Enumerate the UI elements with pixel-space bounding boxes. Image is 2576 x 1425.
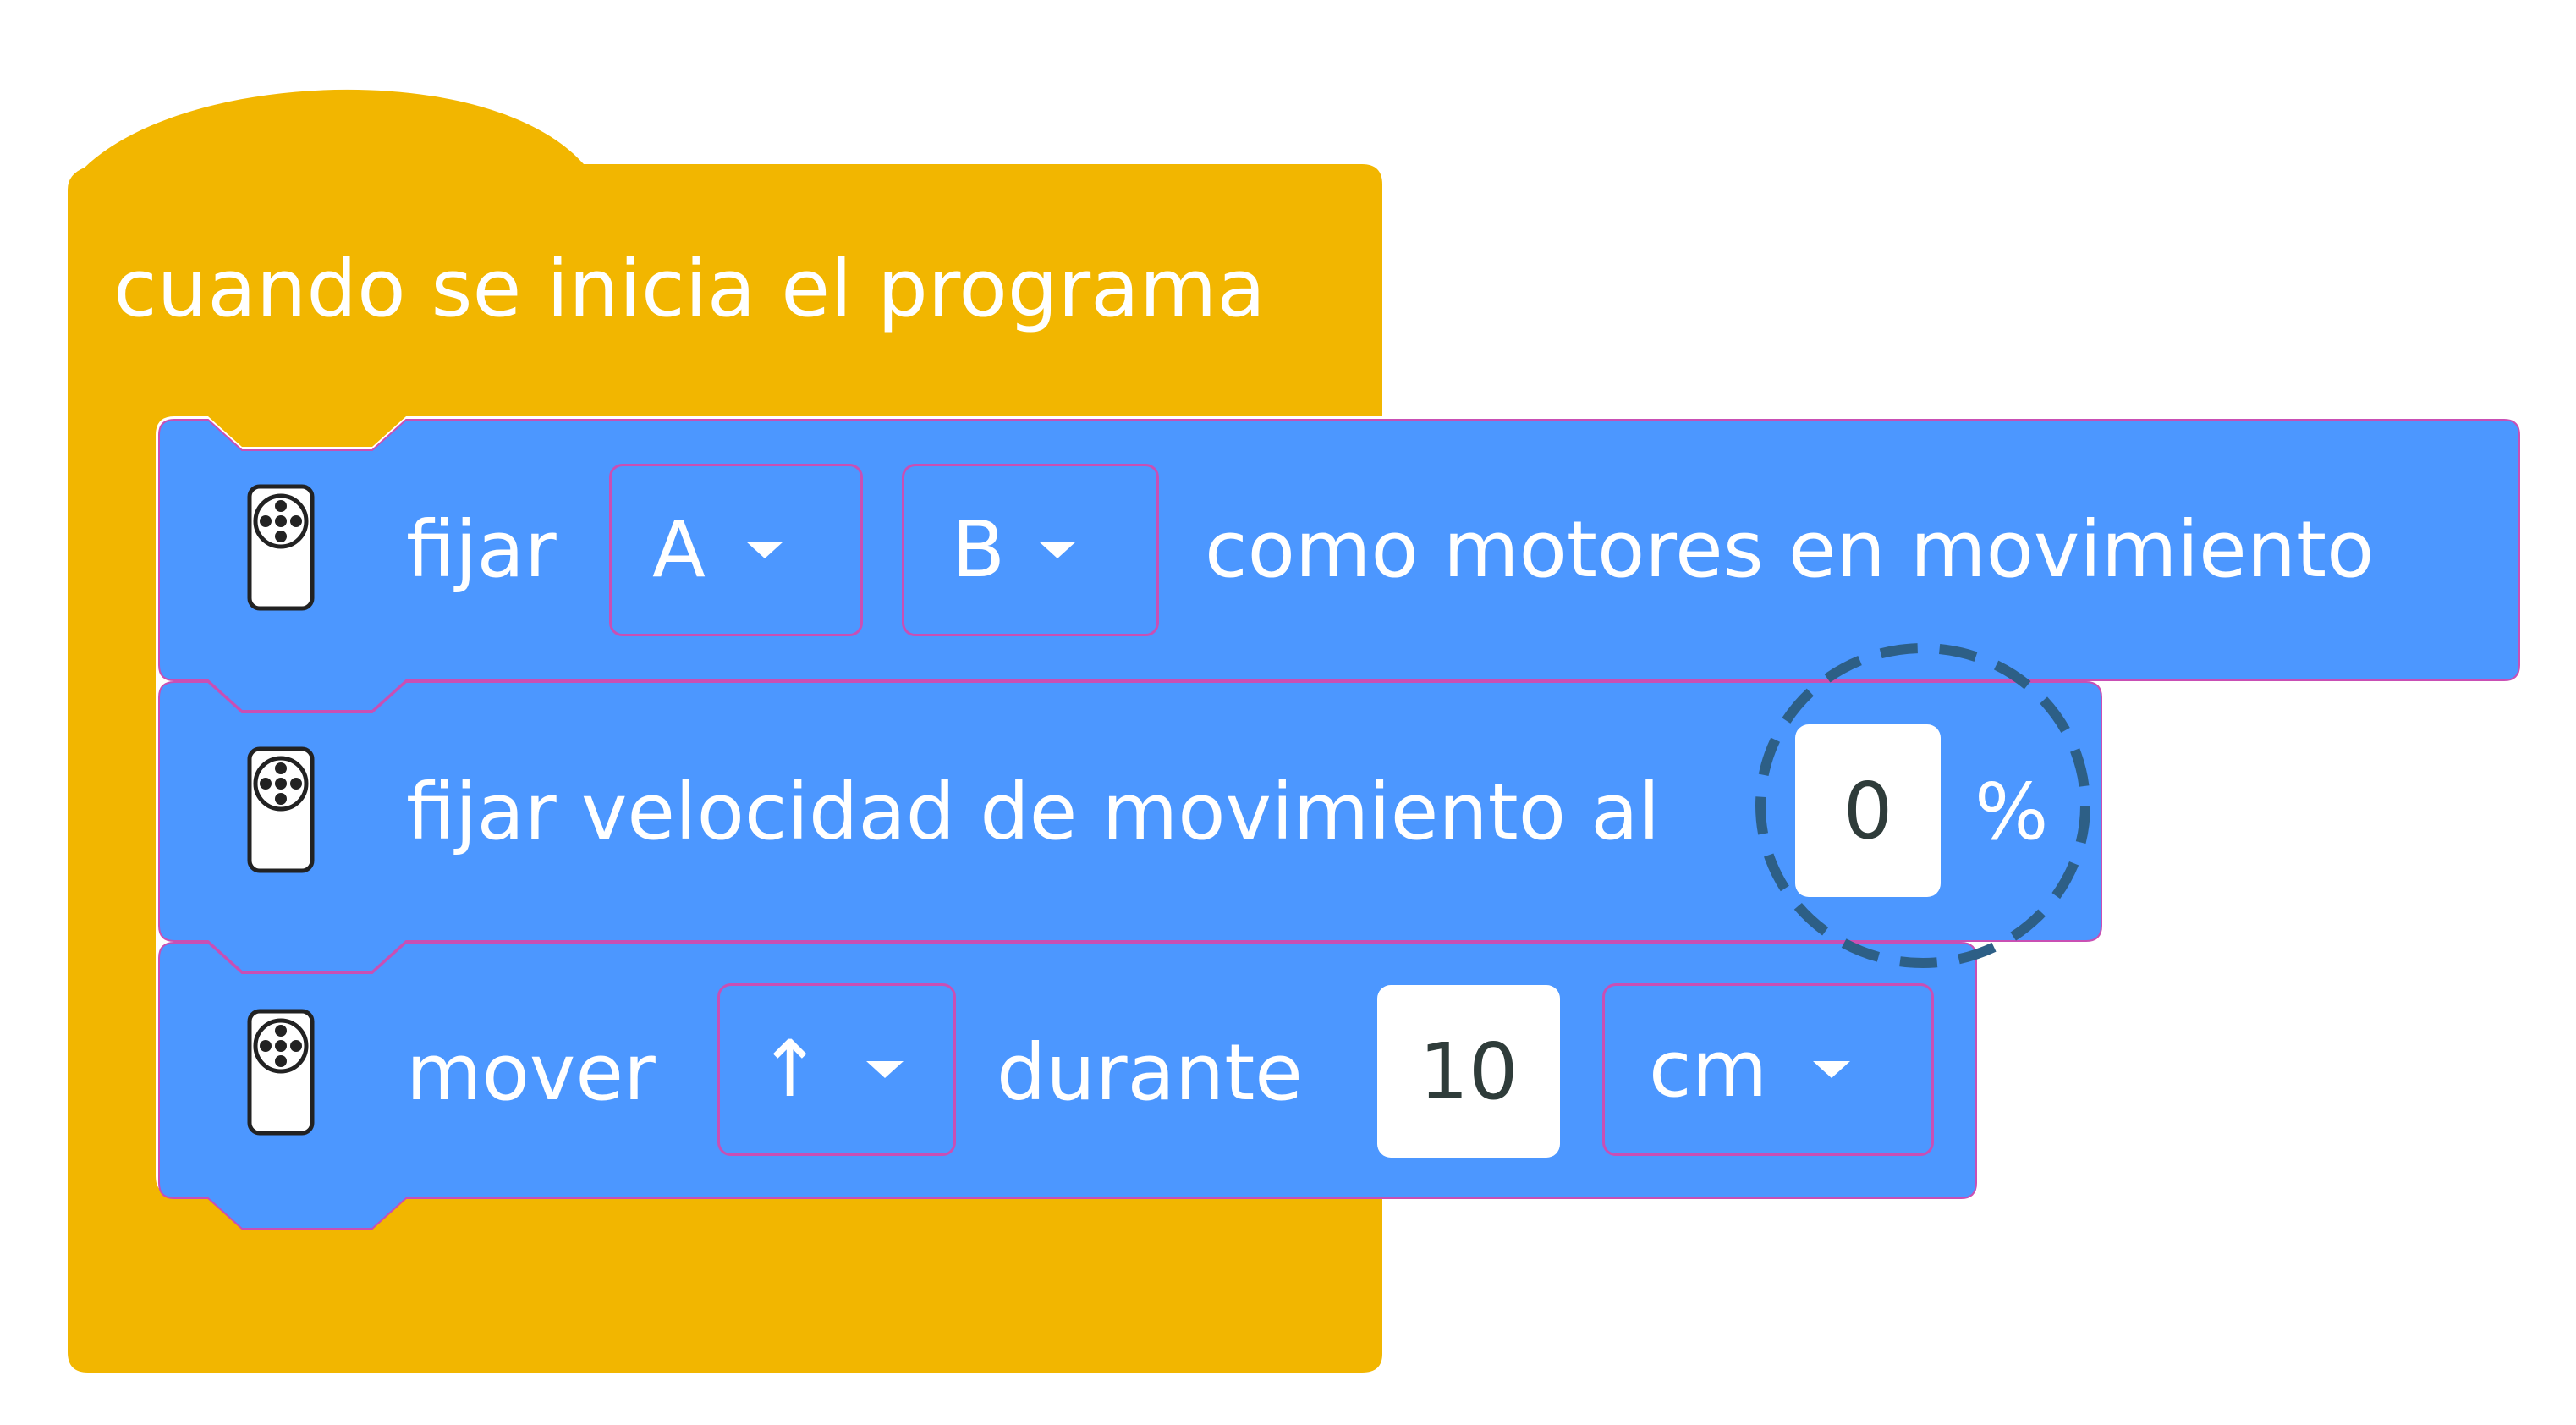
port2-dropdown[interactable]: B	[902, 464, 1159, 636]
block1-verb: fijar	[406, 504, 557, 595]
speed-unit: %	[1975, 767, 2049, 857]
chevron-down-icon	[745, 542, 783, 558]
direction-dropdown[interactable]: ↑	[717, 983, 956, 1156]
highlight-ring	[1755, 643, 2090, 968]
block3-verb: mover	[406, 1027, 656, 1118]
block3-text: durante	[997, 1027, 1303, 1118]
hat-block-shape[interactable]	[68, 89, 1382, 1373]
unit-value: cm	[1649, 1024, 1768, 1114]
chevron-down-icon	[1039, 542, 1077, 558]
port1-dropdown[interactable]: A	[609, 464, 863, 636]
motor-pair-icon	[247, 1009, 315, 1136]
distance-input[interactable]: 10	[1377, 985, 1560, 1158]
port2-value: B	[952, 504, 1006, 595]
arrow-up-icon: ↑	[757, 1024, 823, 1114]
block1-text: como motores en movimiento	[1205, 504, 2375, 595]
motor-pair-icon	[247, 484, 315, 611]
motor-pair-icon	[247, 746, 315, 873]
block2-text: fijar velocidad de movimiento al	[406, 767, 1661, 857]
chevron-down-icon	[866, 1061, 904, 1078]
port1-value: A	[652, 504, 706, 595]
unit-dropdown[interactable]: cm	[1602, 983, 1934, 1156]
speed-input[interactable]: 0	[1795, 724, 1941, 897]
chevron-down-icon	[1813, 1061, 1851, 1078]
block2-shape[interactable]	[158, 681, 2102, 972]
hat-block-label: cuando se inicia el programa	[113, 243, 1266, 335]
